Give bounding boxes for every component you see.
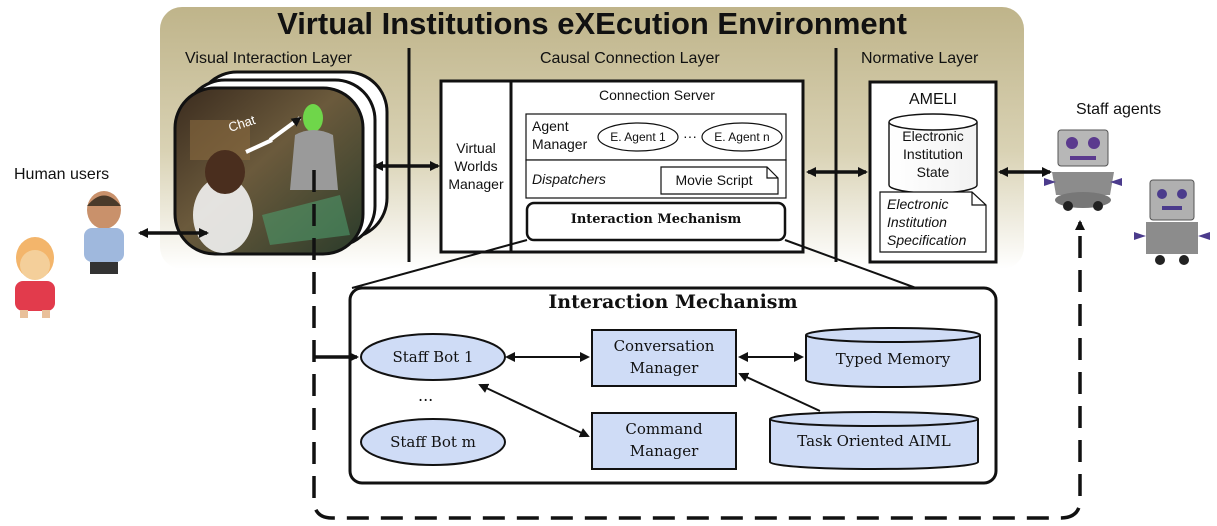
command-manager-line-2: Manager xyxy=(629,442,699,460)
e-agent-1-label: E. Agent 1 xyxy=(610,130,666,144)
conversation-manager-node xyxy=(591,329,737,387)
task-aiml-label: Task Oriented AIML xyxy=(797,432,951,450)
mechanism-title: Interaction Mechanism xyxy=(548,291,798,313)
human-user-female xyxy=(15,237,55,318)
e-agent-1-ellipse xyxy=(597,122,679,152)
vwm-line-1: Virtual xyxy=(456,140,496,156)
conversation-manager-line-2: Manager xyxy=(629,359,699,377)
command-manager-node xyxy=(591,412,737,470)
ameli-label: AMELI xyxy=(908,91,957,108)
e-agent-dots: ··· xyxy=(683,128,697,144)
staff-bot-1-label: Staff Bot 1 xyxy=(392,348,474,366)
vwm-line-2: Worlds xyxy=(454,158,498,174)
causal-layer-label: Causal Connection Layer xyxy=(540,50,720,67)
e-agent-n-label: E. Agent n xyxy=(714,130,770,144)
dashed-loop xyxy=(312,170,1085,520)
bot-ellipsis: ... xyxy=(418,386,434,405)
arrow-aiml-conv xyxy=(738,372,821,412)
typed-memory-label: Typed Memory xyxy=(835,350,951,368)
staff-bot-m-label: Staff Bot m xyxy=(390,433,476,451)
normative-layer-label: Normative Layer xyxy=(861,50,979,67)
dispatchers-label: Dispatchers xyxy=(532,171,606,187)
ei-spec-line-3: Specification xyxy=(887,232,967,248)
human-user-male xyxy=(84,191,124,274)
staff-agent-robot-2 xyxy=(1134,179,1210,265)
conversation-manager-line-1: Conversation xyxy=(613,337,715,355)
e-agent-n-ellipse xyxy=(701,122,783,152)
arrow-bot1-command xyxy=(478,383,590,438)
vwm-line-3: Manager xyxy=(448,176,504,192)
ei-spec-doc xyxy=(879,191,987,253)
agent-manager-line-2: Manager xyxy=(532,136,588,152)
connection-server-label: Connection Server xyxy=(599,87,715,103)
typed-memory-node xyxy=(805,327,981,388)
movie-script-doc xyxy=(660,166,779,195)
visual-layer-label: Visual Interaction Layer xyxy=(185,50,352,67)
interaction-mechanism-small xyxy=(525,201,787,242)
virtual-world-screens xyxy=(173,70,389,256)
movie-script-label: Movie Script xyxy=(675,172,753,188)
command-manager-line-1: Command xyxy=(625,420,703,438)
page-title: Virtual Institutions eXEcution Environme… xyxy=(277,6,907,41)
ei-state-line-1: Electronic xyxy=(902,128,964,144)
staff-bot-m-node xyxy=(360,418,506,466)
ei-state-line-3: State xyxy=(916,164,950,180)
task-aiml-node xyxy=(769,411,979,470)
human-users-label: Human users xyxy=(14,166,110,183)
staff-agent-robot-1 xyxy=(1044,129,1122,211)
ei-spec-line-1: Electronic xyxy=(887,196,949,212)
interaction-mechanism-small-label: Interaction Mechanism xyxy=(570,212,742,227)
ei-state-line-2: Institution xyxy=(903,146,963,162)
staff-agents-label: Staff agents xyxy=(1076,101,1162,118)
agent-manager-line-1: Agent xyxy=(532,118,569,134)
ei-state-cylinder xyxy=(888,113,978,194)
ei-spec-line-2: Institution xyxy=(887,214,947,230)
